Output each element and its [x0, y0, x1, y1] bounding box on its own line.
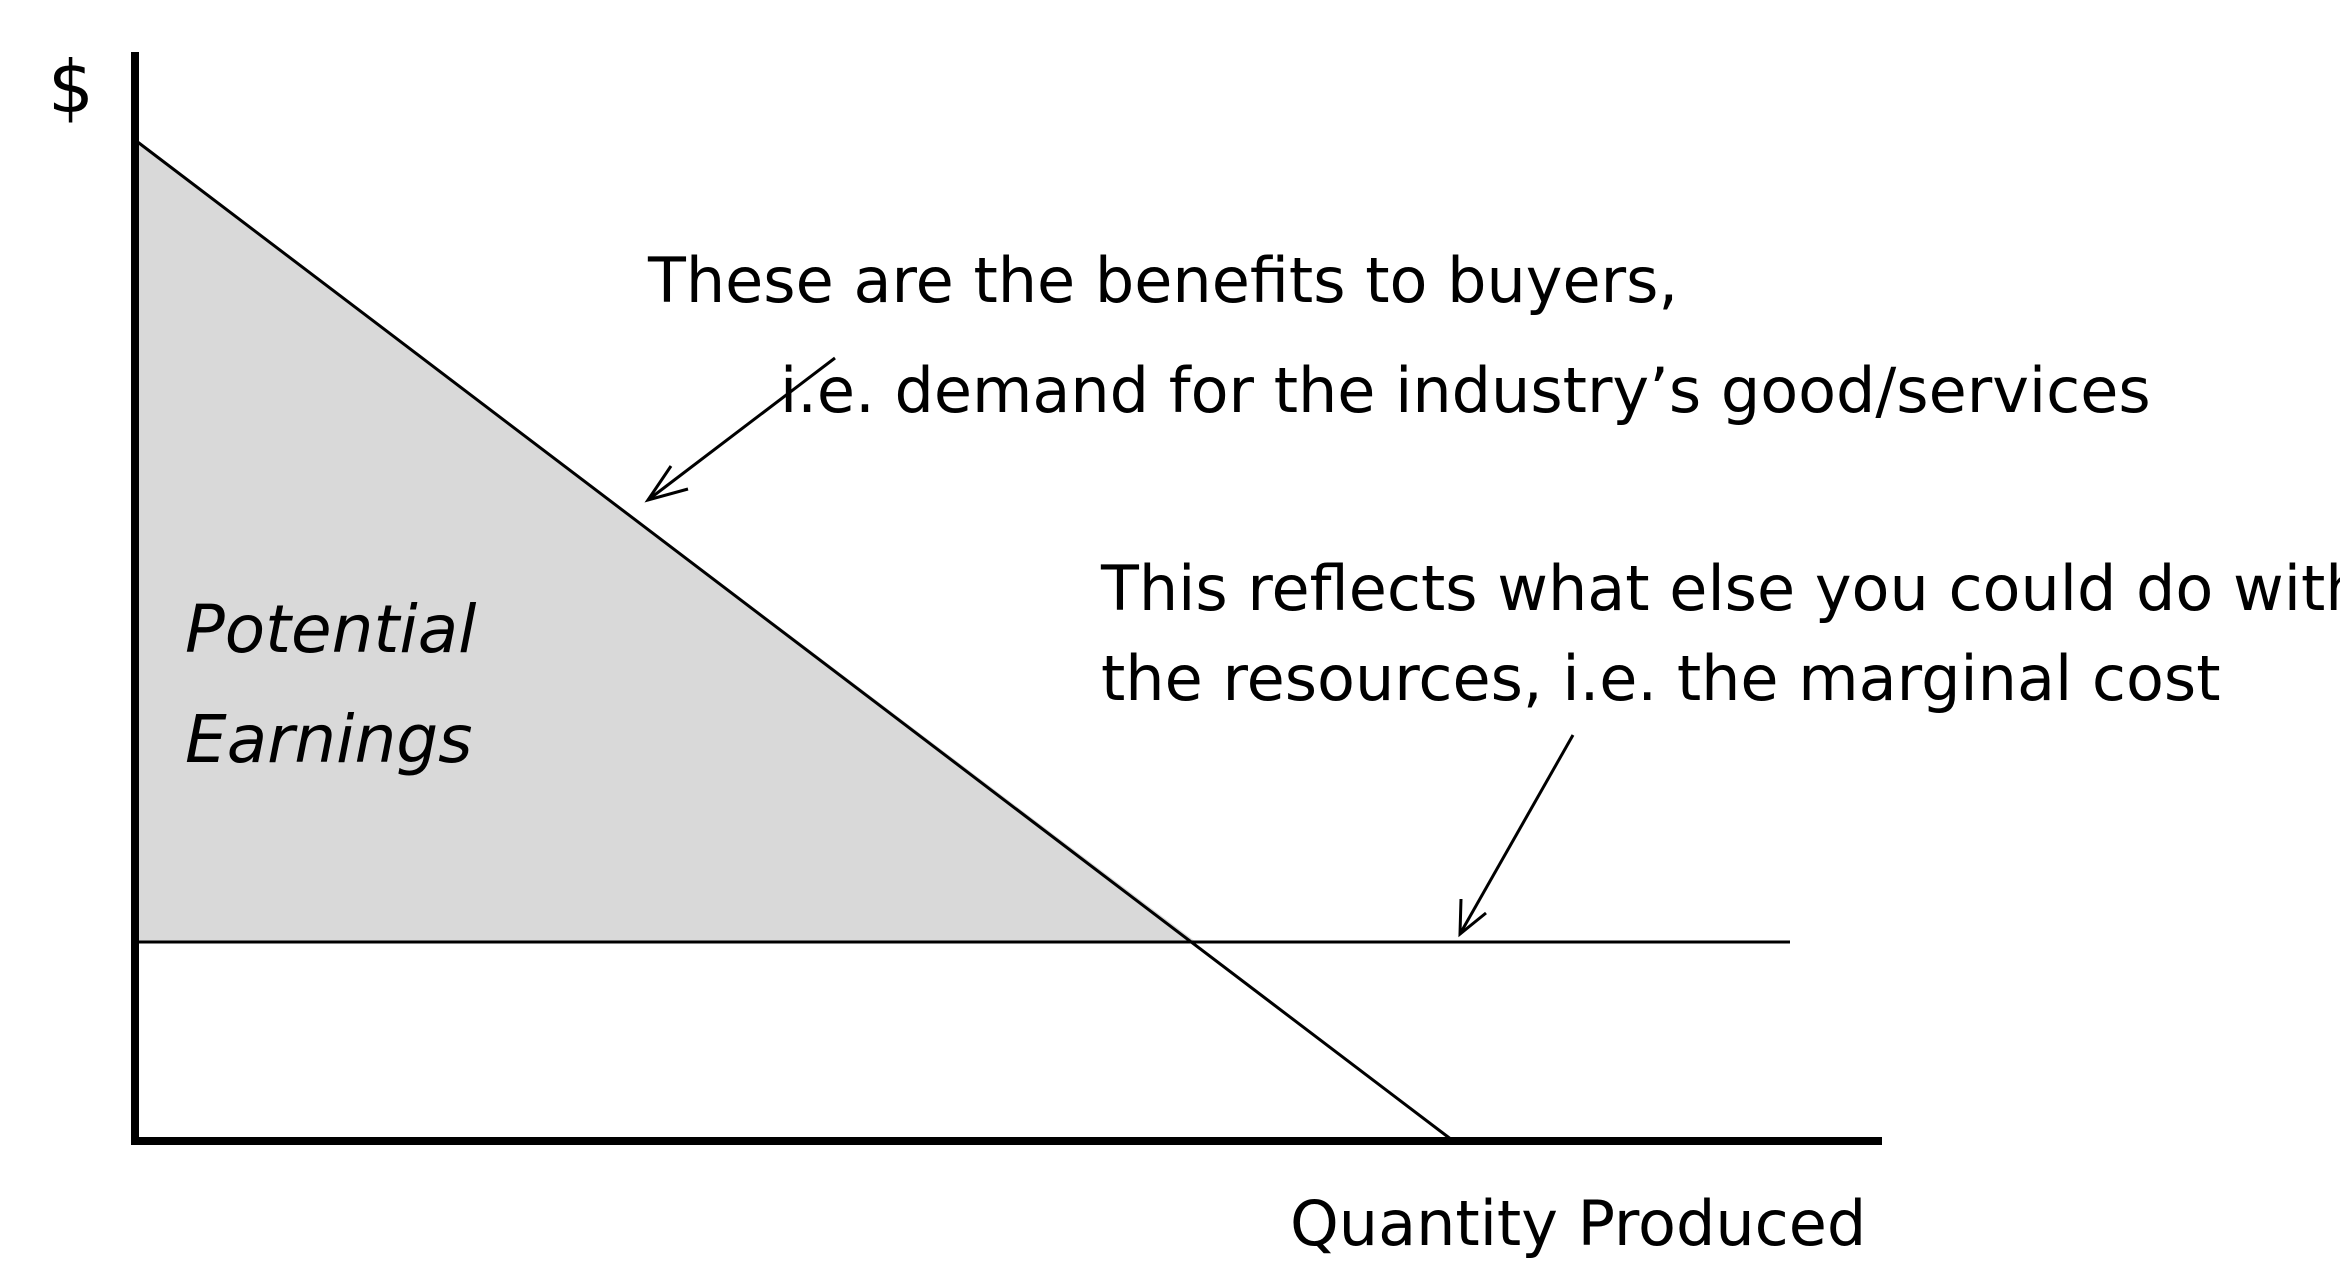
demand-curve [134, 138, 1453, 1142]
y-axis-label: $ [48, 45, 94, 129]
cost-annotation-line1: This reflects what else you could do wit… [1100, 552, 2340, 625]
demand-annotation-line1: These are the benefits to buyers, [647, 244, 1678, 317]
demand-annotation-line2: i.e. demand for the industry’s good/serv… [780, 354, 2151, 427]
cost-annotation-line2: the resources, i.e. the marginal cost [1101, 642, 2221, 715]
area-label-line1: Potential [185, 591, 477, 668]
x-axis-label: Quantity Produced [1290, 1187, 1866, 1260]
area-label-line2: Earnings [185, 701, 473, 778]
demand-arrow [644, 356, 836, 503]
cost-arrow [1458, 734, 1575, 938]
